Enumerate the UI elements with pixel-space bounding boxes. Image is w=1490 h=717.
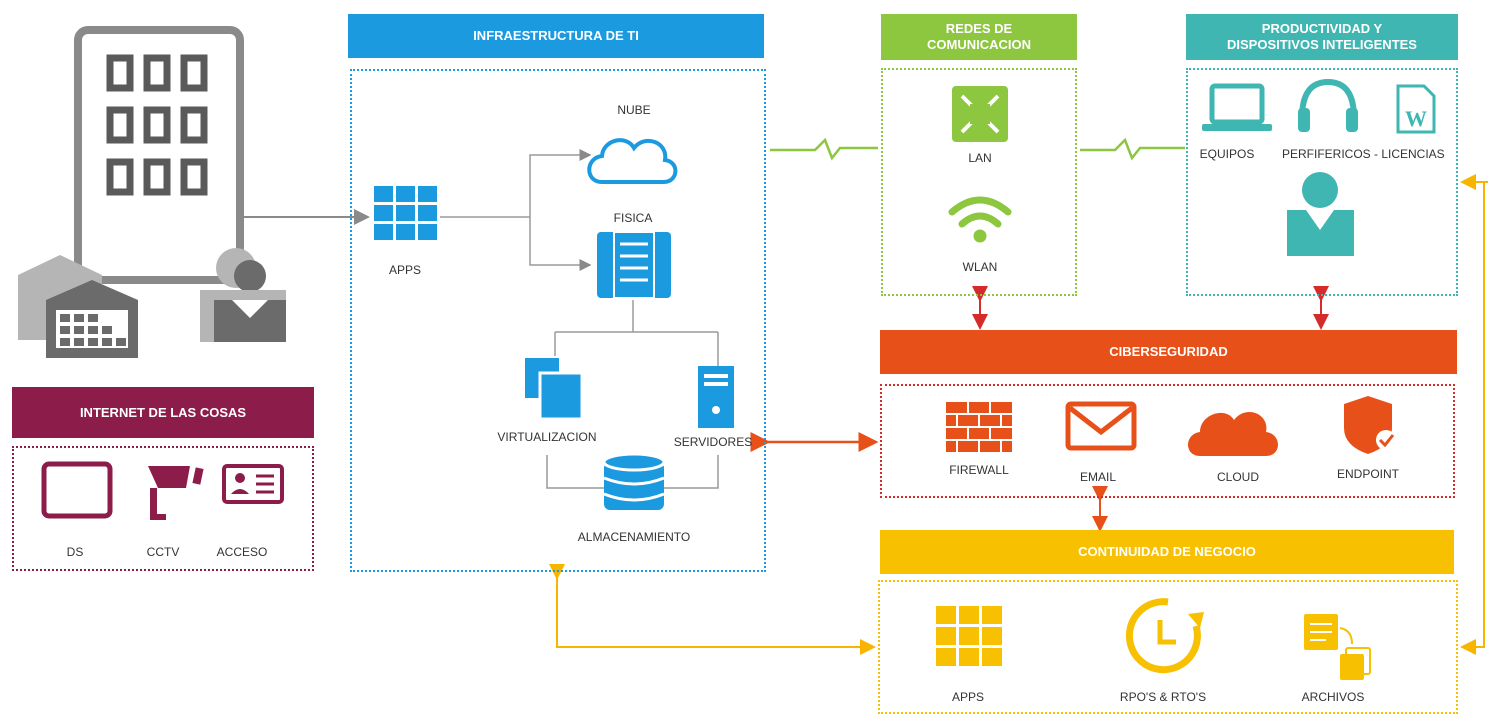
servidores-label: SERVIDORES (673, 435, 753, 449)
firewall-label: FIREWALL (949, 463, 1009, 477)
prod-header: PRODUCTIVIDAD Y DISPOSITIVOS INTELIGENTE… (1186, 14, 1458, 60)
licencias-label: LICENCIAS (1381, 147, 1445, 161)
redes-header-line2: COMUNICACION (927, 37, 1031, 52)
warehouse-icon (18, 255, 138, 358)
cctv-icon (148, 466, 204, 520)
perifericos-label: PERFIFERICOS - (1281, 147, 1379, 161)
iot-box (12, 446, 314, 571)
prod-box (1186, 68, 1458, 296)
wifi-icon (948, 196, 1012, 243)
cctv-label: CCTV (146, 545, 180, 559)
lan-icon (952, 86, 1008, 142)
wireless-link-left (770, 137, 878, 161)
ds-label: DS (66, 545, 84, 559)
continuidad-box (878, 580, 1458, 714)
infra-apps-label: APPS (388, 263, 422, 277)
infra-continuidad-arrow (549, 564, 876, 655)
cloud-outline-icon (587, 138, 678, 184)
continuidad-header: CONTINUIDAD DE NEGOCIO (880, 530, 1454, 574)
acceso-label: ACCESO (216, 545, 268, 559)
email-icon (1065, 401, 1137, 451)
access-card-icon (222, 464, 284, 504)
clock-refresh-icon (1125, 598, 1204, 674)
nube-label: NUBE (617, 103, 651, 117)
iot-header: INTERNET DE LAS COSAS (12, 387, 314, 438)
wireless-link-right (1080, 137, 1185, 161)
right-return-path (1460, 181, 1488, 655)
apps-grid-yellow-icon (936, 606, 1002, 666)
redes-header-line1: REDES DE (945, 21, 1013, 36)
continuidad-apps-label: APPS (951, 690, 985, 704)
word-document-icon: W (1396, 84, 1436, 134)
files-icon (1304, 614, 1371, 680)
svg-text:W: W (1405, 106, 1427, 131)
redes-header: REDES DE COMUNICACION (881, 14, 1077, 60)
cloud-filled-icon (1188, 411, 1278, 456)
virtualization-icon (525, 358, 584, 421)
ciber-box (880, 384, 1455, 498)
firewall-icon (946, 402, 1012, 452)
ciber-header: CIBERSEGURIDAD (880, 330, 1457, 374)
wlan-label: WLAN (962, 260, 998, 274)
redes-box (881, 68, 1077, 296)
infra-box (350, 69, 766, 572)
tablet-icon (41, 461, 113, 519)
email-label: EMAIL (1079, 470, 1117, 484)
database-icon (602, 452, 666, 510)
fisica-label: FISICA (613, 211, 653, 225)
cloud-label: CLOUD (1216, 470, 1260, 484)
infra-tree-lines (440, 149, 719, 489)
prod-header-line1: PRODUCTIVIDAD Y (1261, 21, 1383, 36)
virtualizacion-label: VIRTUALIZACION (497, 430, 597, 444)
equipos-label: EQUIPOS (1199, 147, 1255, 161)
infra-header: INFRAESTRUCTURA DE TI (348, 14, 764, 58)
apps-grid-icon (374, 186, 437, 240)
almacenamiento-label: ALMACENAMIENTO (577, 530, 691, 544)
lan-label: LAN (968, 151, 992, 165)
laptop-icon (1202, 83, 1272, 131)
server-tower-icon (698, 366, 734, 428)
user-icon (1287, 172, 1354, 256)
archivos-label: ARCHIVOS (1301, 690, 1365, 704)
server-rack-icon (597, 231, 671, 299)
headphones-icon (1298, 78, 1358, 132)
endpoint-label: ENDPOINT (1336, 467, 1400, 481)
endpoint-shield-icon (1344, 396, 1396, 454)
prod-header-line2: DISPOSITIVOS INTELIGENTES (1227, 37, 1417, 52)
building-icon (74, 26, 244, 284)
user-gray-icon (200, 248, 286, 342)
rpo-rto-label: RPO'S & RTO'S (1119, 690, 1207, 704)
